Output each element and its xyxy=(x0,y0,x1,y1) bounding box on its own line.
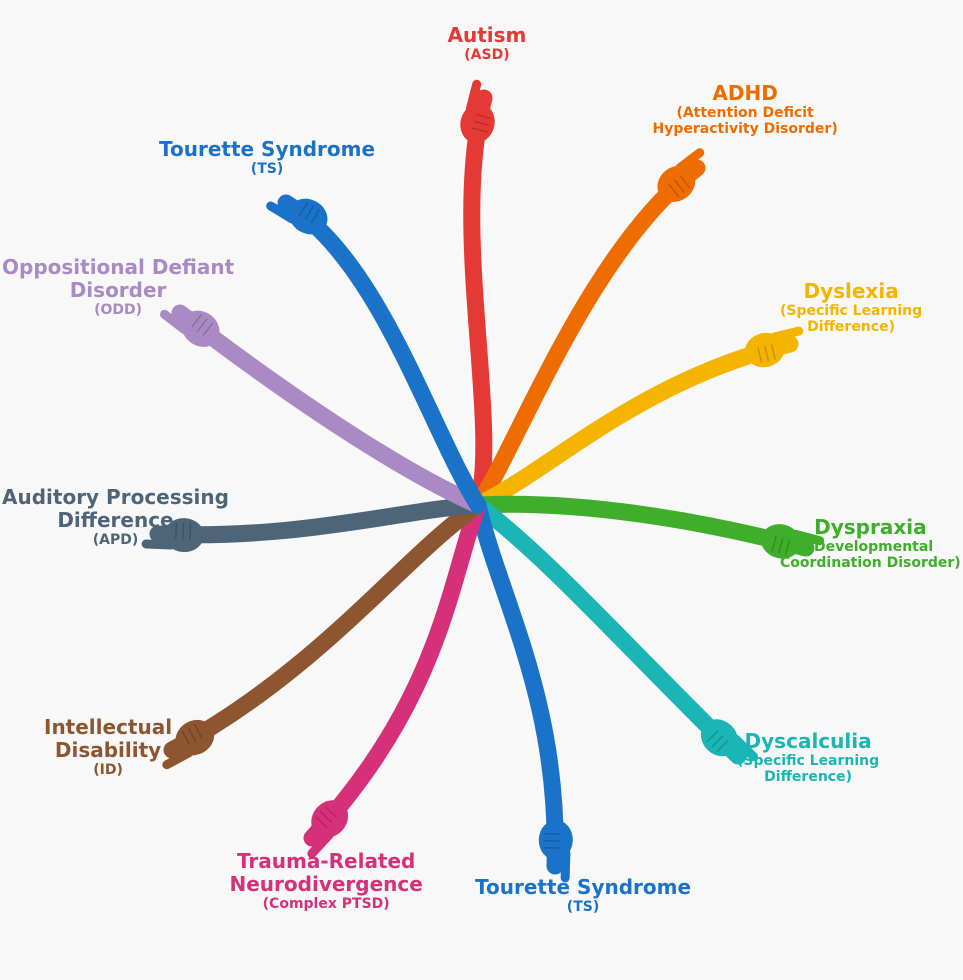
label-subtitle: (Specific Learning xyxy=(780,303,923,319)
label-title: Intellectual xyxy=(44,715,173,739)
label-subtitle: (TS) xyxy=(250,161,284,177)
label-title: Tourette Syndrome xyxy=(159,137,376,161)
label-title: Dyspraxia xyxy=(814,515,927,539)
pointing-hand-icon xyxy=(460,79,495,144)
pointing-hand-icon xyxy=(141,518,204,553)
arm-dyslexia xyxy=(469,335,799,514)
label-title: Autism xyxy=(447,23,527,47)
pointing-hand-icon xyxy=(744,326,804,368)
label-title: Trauma-Related xyxy=(236,849,416,873)
label-subtitle: (Attention Deficit xyxy=(676,105,814,121)
label-subtitle: Coordination Disorder) xyxy=(780,555,961,572)
label-title: Dyslexia xyxy=(803,279,899,303)
arm-adhd xyxy=(469,159,706,514)
pointing-hand-icon xyxy=(307,800,349,859)
label-subtitle: Difference) xyxy=(807,319,895,336)
label-autism: Autism(ASD) xyxy=(447,23,527,64)
pointing-hand-icon xyxy=(700,719,759,762)
label-subtitle: (ASD) xyxy=(464,47,510,63)
label-title: Dyscalculia xyxy=(744,729,872,753)
label-title: Oppositional Defiant xyxy=(2,255,235,279)
label-tourette-top: Tourette Syndrome(TS) xyxy=(159,137,376,178)
arm-trauma xyxy=(303,496,487,847)
label-title: ADHD xyxy=(712,81,778,105)
pointing-hand-icon xyxy=(162,719,215,770)
arm-apd xyxy=(149,496,487,544)
label-subtitle: (Specific Learning xyxy=(737,753,880,769)
arm-tourette-bottom xyxy=(469,496,564,875)
pointing-hand-icon xyxy=(266,198,328,235)
label-title: Difference xyxy=(57,508,174,532)
label-title: Disability xyxy=(54,738,162,762)
label-subtitle: (ID) xyxy=(93,762,123,778)
pointing-hand-icon xyxy=(159,309,220,347)
label-subtitle: (Developmental xyxy=(807,539,934,555)
pointing-hand-icon xyxy=(657,148,705,202)
pointing-hand-icon xyxy=(538,820,573,883)
label-title: Auditory Processing xyxy=(2,485,229,509)
arm-dyscalculia xyxy=(469,496,747,765)
label-subtitle: Difference) xyxy=(764,769,852,786)
arm-odd xyxy=(171,304,487,514)
arm-tourette-top xyxy=(277,194,487,514)
label-title: Disorder xyxy=(69,278,167,302)
label-subtitle: (APD) xyxy=(92,532,139,548)
label-subtitle: Hyperactivity Disorder) xyxy=(652,121,838,138)
arm-intellectual xyxy=(163,496,487,759)
pointing-hand-icon xyxy=(761,524,825,559)
arm-autism xyxy=(463,89,493,514)
label-subtitle: (Complex PTSD) xyxy=(262,896,390,912)
label-title: Tourette Syndrome xyxy=(475,875,692,899)
label-subtitle: (ODD) xyxy=(94,302,143,318)
label-tourette-bottom: Tourette Syndrome(TS) xyxy=(475,875,692,916)
label-title: Neurodivergence xyxy=(229,872,423,896)
label-subtitle: (TS) xyxy=(566,899,600,915)
